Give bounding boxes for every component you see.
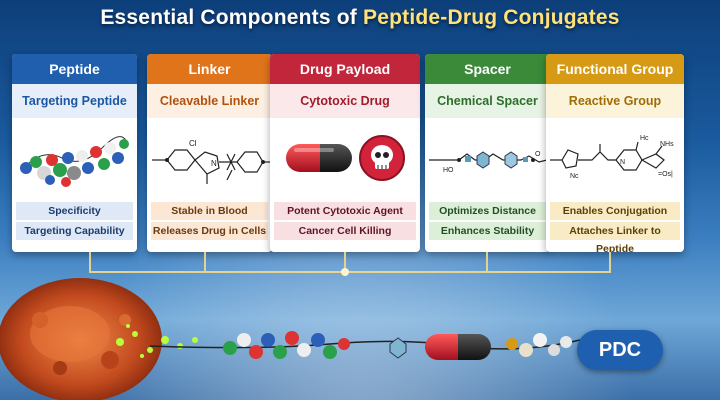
functional-group-structure-icon: Hc NHs Nc =Os| N [550, 135, 674, 180]
peptide-illustration [12, 118, 137, 200]
functional-group-illustration: Hc NHs Nc =Os| N [546, 118, 684, 200]
title-highlight: Peptide-Drug Conjugates [363, 6, 620, 29]
card-peptide: Peptide Targeting Peptide Specificity Ta… [12, 54, 137, 252]
functional-group-beads-icon [506, 333, 572, 357]
spacer-structure-icon: HO O [429, 151, 548, 174]
atom-label: N [211, 159, 217, 168]
feature-item: Enhances Stability [429, 222, 546, 240]
feature-item: Stable in Blood [151, 202, 268, 220]
atom-label: =Os| [658, 171, 673, 178]
card-header: Spacer [425, 54, 550, 84]
linker-structure-icon: Cl N [152, 139, 271, 184]
feature-item: Attaches Linker to Peptide [550, 222, 680, 252]
atom-label: Nc [570, 173, 579, 180]
card-subtitle: Cleavable Linker [147, 84, 272, 118]
capsule-icon [286, 144, 352, 172]
cancer-cell-icon [0, 278, 162, 400]
feature-item: Enables Conjugation [550, 202, 680, 220]
atom-label: NHs [660, 141, 674, 148]
atom-label: Cl [189, 139, 197, 148]
atom-label: Hc [640, 135, 649, 142]
spacer-illustration: HO O [425, 118, 550, 200]
page-title: Essential Components of Peptide-Drug Con… [0, 6, 720, 30]
skull-icon [359, 135, 405, 181]
payload-illustration [270, 118, 420, 200]
card-functional-group: Functional Group Reactive Group Hc NHs N… [546, 54, 684, 252]
drug-capsule-icon [425, 334, 491, 360]
peptide-beads-icon [223, 331, 350, 359]
card-linker: Linker Cleavable Linker Cl N Stable in B… [147, 54, 272, 252]
atom-label: O [535, 151, 541, 158]
capsule-and-skull-icons [286, 135, 405, 181]
feature-item: Cancer Cell Killing [274, 222, 416, 240]
linker-illustration: Cl N [147, 118, 272, 200]
card-subtitle: Cytotoxic Drug [270, 84, 420, 118]
atom-label: N [620, 159, 625, 166]
feature-item: Specificity [16, 202, 133, 220]
title-main: Essential Components of [100, 6, 364, 29]
atom-label: HO [443, 167, 454, 174]
card-subtitle: Targeting Peptide [12, 84, 137, 118]
pdc-badge: PDC [577, 330, 663, 370]
card-header: Drug Payload [270, 54, 420, 84]
feature-item: Targeting Capability [16, 222, 133, 240]
feature-item: Potent Cytotoxic Agent [274, 202, 416, 220]
card-header: Linker [147, 54, 272, 84]
card-header: Peptide [12, 54, 137, 84]
card-spacer: Spacer Chemical Spacer HO O Optimizes Di… [425, 54, 550, 252]
card-header: Functional Group [546, 54, 684, 84]
card-subtitle: Reactive Group [546, 84, 684, 118]
pdc-binding-scene [0, 278, 581, 400]
glow-particles-icon [116, 324, 198, 358]
feature-item: Optimizes Distance [429, 202, 546, 220]
card-drug-payload: Drug Payload Cytotoxic Drug Potent Cytot… [270, 54, 420, 252]
card-connector-lines [89, 252, 611, 276]
card-subtitle: Chemical Spacer [425, 84, 550, 118]
feature-item: Releases Drug in Cells [151, 222, 268, 240]
peptide-chain-icon [20, 136, 129, 187]
